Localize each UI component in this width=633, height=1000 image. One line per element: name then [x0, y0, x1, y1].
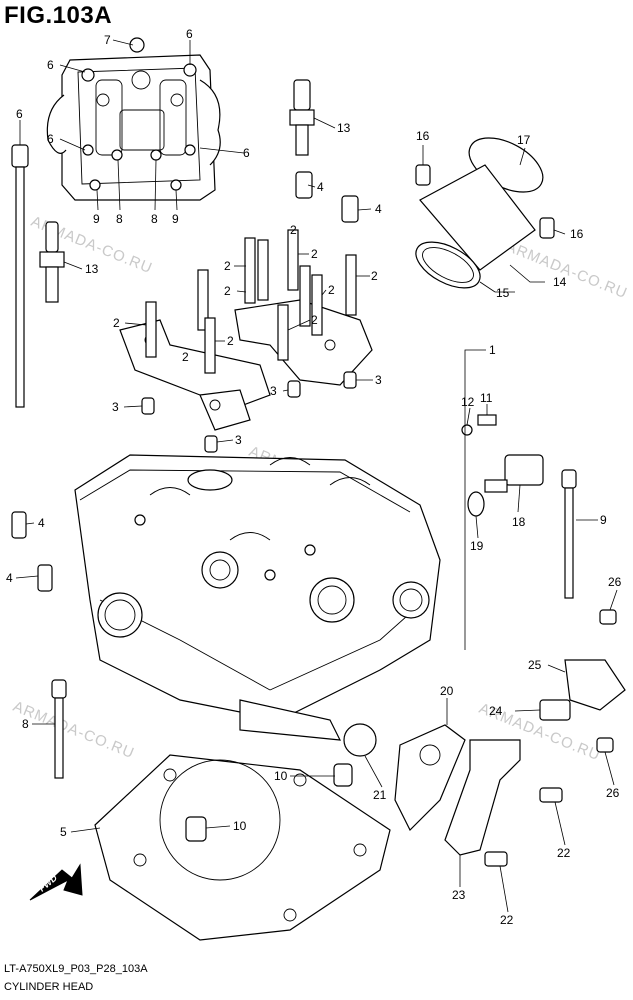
callout-16: 16	[416, 129, 430, 143]
callout-8: 8	[151, 212, 158, 226]
cam-housing	[119, 299, 373, 431]
callout-11: 11	[480, 391, 493, 405]
callout-2: 2	[182, 350, 189, 364]
callout-13: 13	[337, 121, 351, 135]
callout-2: 2	[224, 284, 231, 298]
dowel-pins-3	[141, 371, 357, 453]
callout-3: 3	[112, 400, 119, 414]
callout-6: 6	[243, 146, 250, 160]
callout-10: 10	[274, 769, 288, 783]
callout-21: 21	[373, 788, 387, 802]
callout-9: 9	[172, 212, 179, 226]
callout-6: 6	[47, 132, 54, 146]
sleeves-4	[11, 171, 359, 592]
callout-13: 13	[85, 262, 99, 276]
callout-24: 24	[489, 704, 503, 718]
callout-10: 10	[233, 819, 247, 833]
callout-18: 18	[512, 515, 526, 529]
callout-26: 26	[606, 786, 620, 800]
callout-2: 2	[311, 247, 318, 261]
callout-20: 20	[440, 684, 454, 698]
figure-code: LT-A750XL9_P03_P28_103A	[4, 963, 148, 975]
callout-8: 8	[116, 212, 123, 226]
callout-5: 5	[60, 825, 67, 839]
callout-4: 4	[375, 202, 382, 216]
intake-pipe	[415, 137, 555, 289]
sensor-group	[461, 414, 544, 517]
callout-16: 16	[570, 227, 584, 241]
callout-25: 25	[528, 658, 542, 672]
callout-9: 9	[600, 513, 607, 527]
callout-1: 1	[489, 343, 496, 357]
head-gasket	[94, 754, 391, 941]
thermostat-group	[343, 609, 626, 867]
callout-2: 2	[227, 334, 234, 348]
callout-8: 8	[22, 717, 29, 731]
callout-2: 2	[371, 269, 378, 283]
figure-title: FIG.103A	[4, 2, 113, 29]
callout-7: 7	[104, 33, 111, 47]
callouts: 7 6 6 6 6 6 9 8 8 9 13 13 4 4 4 4 8 5 10…	[6, 27, 622, 927]
cylinder-head-body	[74, 454, 441, 741]
watermark-4: ARMADA-CO.RU	[11, 698, 137, 762]
callout-9: 9	[93, 212, 100, 226]
fwd-arrow: FWD	[29, 863, 83, 901]
callout-2: 2	[113, 316, 120, 330]
callout-6: 6	[16, 107, 23, 121]
callout-23: 23	[452, 888, 466, 902]
callout-3: 3	[375, 373, 382, 387]
callout-2: 2	[311, 313, 318, 327]
callout-4: 4	[317, 180, 324, 194]
spark-plugs-13	[39, 79, 315, 303]
callout-22: 22	[500, 913, 514, 927]
head-top-view	[46, 37, 221, 201]
callout-26: 26	[608, 575, 622, 589]
watermark-2: ARMADA-CO.RU	[504, 238, 630, 302]
callout-2: 2	[224, 259, 231, 273]
callout-6: 6	[47, 58, 54, 72]
callout-4: 4	[6, 571, 13, 585]
callout-4: 4	[38, 516, 45, 530]
callout-6: 6	[186, 27, 193, 41]
callout-15: 15	[496, 286, 510, 300]
callout-2: 2	[328, 283, 335, 297]
long-bolts	[11, 144, 577, 779]
figure-name: CYLINDER HEAD	[4, 981, 94, 993]
callout-2: 2	[290, 223, 297, 237]
leader-lines	[15, 39, 618, 913]
callout-14: 14	[553, 275, 567, 289]
callout-12: 12	[461, 395, 475, 409]
callout-3: 3	[270, 384, 277, 398]
callout-3: 3	[235, 433, 242, 447]
callout-17: 17	[517, 133, 531, 147]
callout-22: 22	[557, 846, 571, 860]
bolts-2	[145, 229, 357, 374]
callout-19: 19	[470, 539, 484, 553]
